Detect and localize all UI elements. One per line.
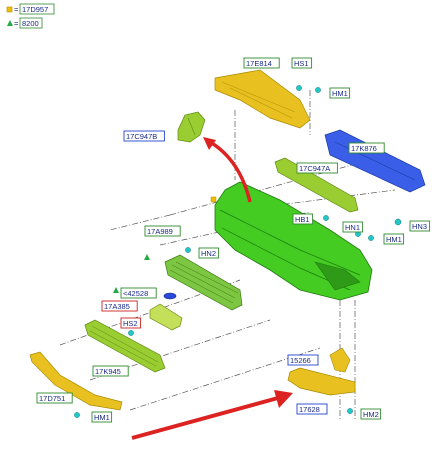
- callout-box: [296, 162, 338, 174]
- callout-hs2: HS2: [120, 317, 142, 329]
- callout-box: [243, 57, 280, 69]
- part-17628-molding: [287, 367, 356, 396]
- callout-text: HN2: [201, 249, 216, 258]
- callout-17k876: 17K876: [348, 142, 385, 154]
- callout-text: HM1: [386, 235, 402, 244]
- marker-square-top: [210, 196, 217, 203]
- callout-text: 17D751: [39, 394, 65, 403]
- legend-code-square: 17D957: [22, 5, 48, 14]
- callout-hm1-bot: HM1: [91, 411, 113, 423]
- callout-box: [92, 365, 129, 377]
- callout-box: [120, 287, 157, 299]
- callout-15266: 15266: [287, 354, 319, 366]
- legend-triangle-icon: [7, 20, 13, 26]
- callout-17d751: 17D751: [36, 392, 73, 404]
- fastener-hm1-mid: [368, 235, 374, 241]
- fastener-hm1-top: [315, 87, 321, 93]
- part-17e814-upper-bracket: [214, 69, 311, 129]
- part-grille-lower: [164, 254, 243, 311]
- callout-17c947b: 17C947B: [123, 130, 165, 142]
- callout-box: [360, 408, 382, 420]
- part-17d751-strip: [29, 351, 123, 411]
- callout-text: 17A385: [104, 302, 130, 311]
- callout-box: [101, 300, 138, 312]
- callout-text: HS1: [294, 59, 309, 68]
- legend-square-icon: [6, 6, 13, 13]
- callout-box: [123, 130, 165, 142]
- callout-text: HS2: [123, 319, 138, 328]
- arrow-lower: [131, 390, 293, 440]
- marker-triangle-42528: [113, 287, 119, 293]
- callout-hb1: HB1: [292, 213, 314, 225]
- callout-text: HB1: [295, 215, 310, 224]
- legend-code-triangle: 8200: [22, 19, 39, 28]
- fastener-hs1: [296, 85, 302, 91]
- callout-box: [329, 87, 351, 99]
- callout-box: [36, 392, 73, 404]
- callout-hm2: HM2: [360, 408, 382, 420]
- callout-hs1: HS1: [291, 57, 313, 69]
- part-42528-clip: [163, 292, 177, 300]
- callout-text: 17E814: [246, 59, 272, 68]
- callout-text: HN3: [412, 222, 427, 231]
- fasteners: [74, 85, 402, 418]
- fastener-hm1-bot: [74, 412, 80, 418]
- fastener-hs2: [128, 330, 134, 336]
- callout-hn1: HN1: [342, 221, 364, 233]
- callout-text: 17C947B: [126, 132, 157, 141]
- callout-box: [409, 220, 431, 232]
- fastener-hb1: [323, 215, 329, 221]
- callout-text: 17K876: [351, 144, 377, 153]
- callout-box: [144, 225, 181, 237]
- callout-42528: <42528: [120, 287, 157, 299]
- callout-hm1-mid: HM1: [383, 233, 405, 245]
- part-17a385-plate: [149, 303, 183, 331]
- marker-triangle-hn2: [144, 254, 150, 260]
- part-17c947a-strip: [274, 157, 359, 213]
- callout-box: [198, 247, 220, 259]
- callout-text: HM1: [94, 413, 110, 422]
- callout-text: <42528: [123, 289, 148, 298]
- part-15266-bracket: [329, 347, 351, 373]
- callout-hm1-top: HM1: [329, 87, 351, 99]
- callout-text: 17628: [299, 405, 320, 414]
- part-17k945-grille: [84, 319, 166, 373]
- callout-box: [296, 403, 328, 415]
- part-17c947b-bracket: [177, 111, 206, 143]
- callout-box: [120, 317, 142, 329]
- fastener-hn2: [185, 247, 191, 253]
- callout-box: [91, 411, 113, 423]
- callout-box: [383, 233, 405, 245]
- callout-17a989: 17A989: [144, 225, 181, 237]
- callout-hn2: HN2: [198, 247, 220, 259]
- callout-17a385: 17A385: [101, 300, 138, 312]
- callout-17e814: 17E814: [243, 57, 280, 69]
- callout-17628: 17628: [296, 403, 328, 415]
- fastener-hn3: [394, 218, 402, 226]
- callout-box: [287, 354, 319, 366]
- callout-box: [292, 213, 314, 225]
- callout-text: 17A989: [147, 227, 173, 236]
- callout-17c947a: 17C947A: [296, 162, 338, 174]
- callout-text: HM2: [363, 410, 379, 419]
- part-17k876-reinforcement: [324, 129, 426, 193]
- arrow-upper: [203, 137, 252, 203]
- callout-text: 17K945: [95, 367, 121, 376]
- callout-box: [348, 142, 385, 154]
- callout-hn3: HN3: [409, 220, 431, 232]
- callout-text: 15266: [290, 356, 311, 365]
- callout-text: 17C947A: [299, 164, 330, 173]
- callout-17k945: 17K945: [92, 365, 129, 377]
- callout-box: [291, 57, 313, 69]
- svg-text:=: =: [14, 19, 19, 28]
- part-bumper-cover: [214, 181, 373, 301]
- fastener-hm2: [347, 408, 353, 414]
- svg-text:=: =: [14, 5, 19, 14]
- callout-text: HN1: [345, 223, 360, 232]
- legend: = 17D957 = 8200: [6, 3, 55, 29]
- callout-text: HM1: [332, 89, 348, 98]
- callout-box: [342, 221, 364, 233]
